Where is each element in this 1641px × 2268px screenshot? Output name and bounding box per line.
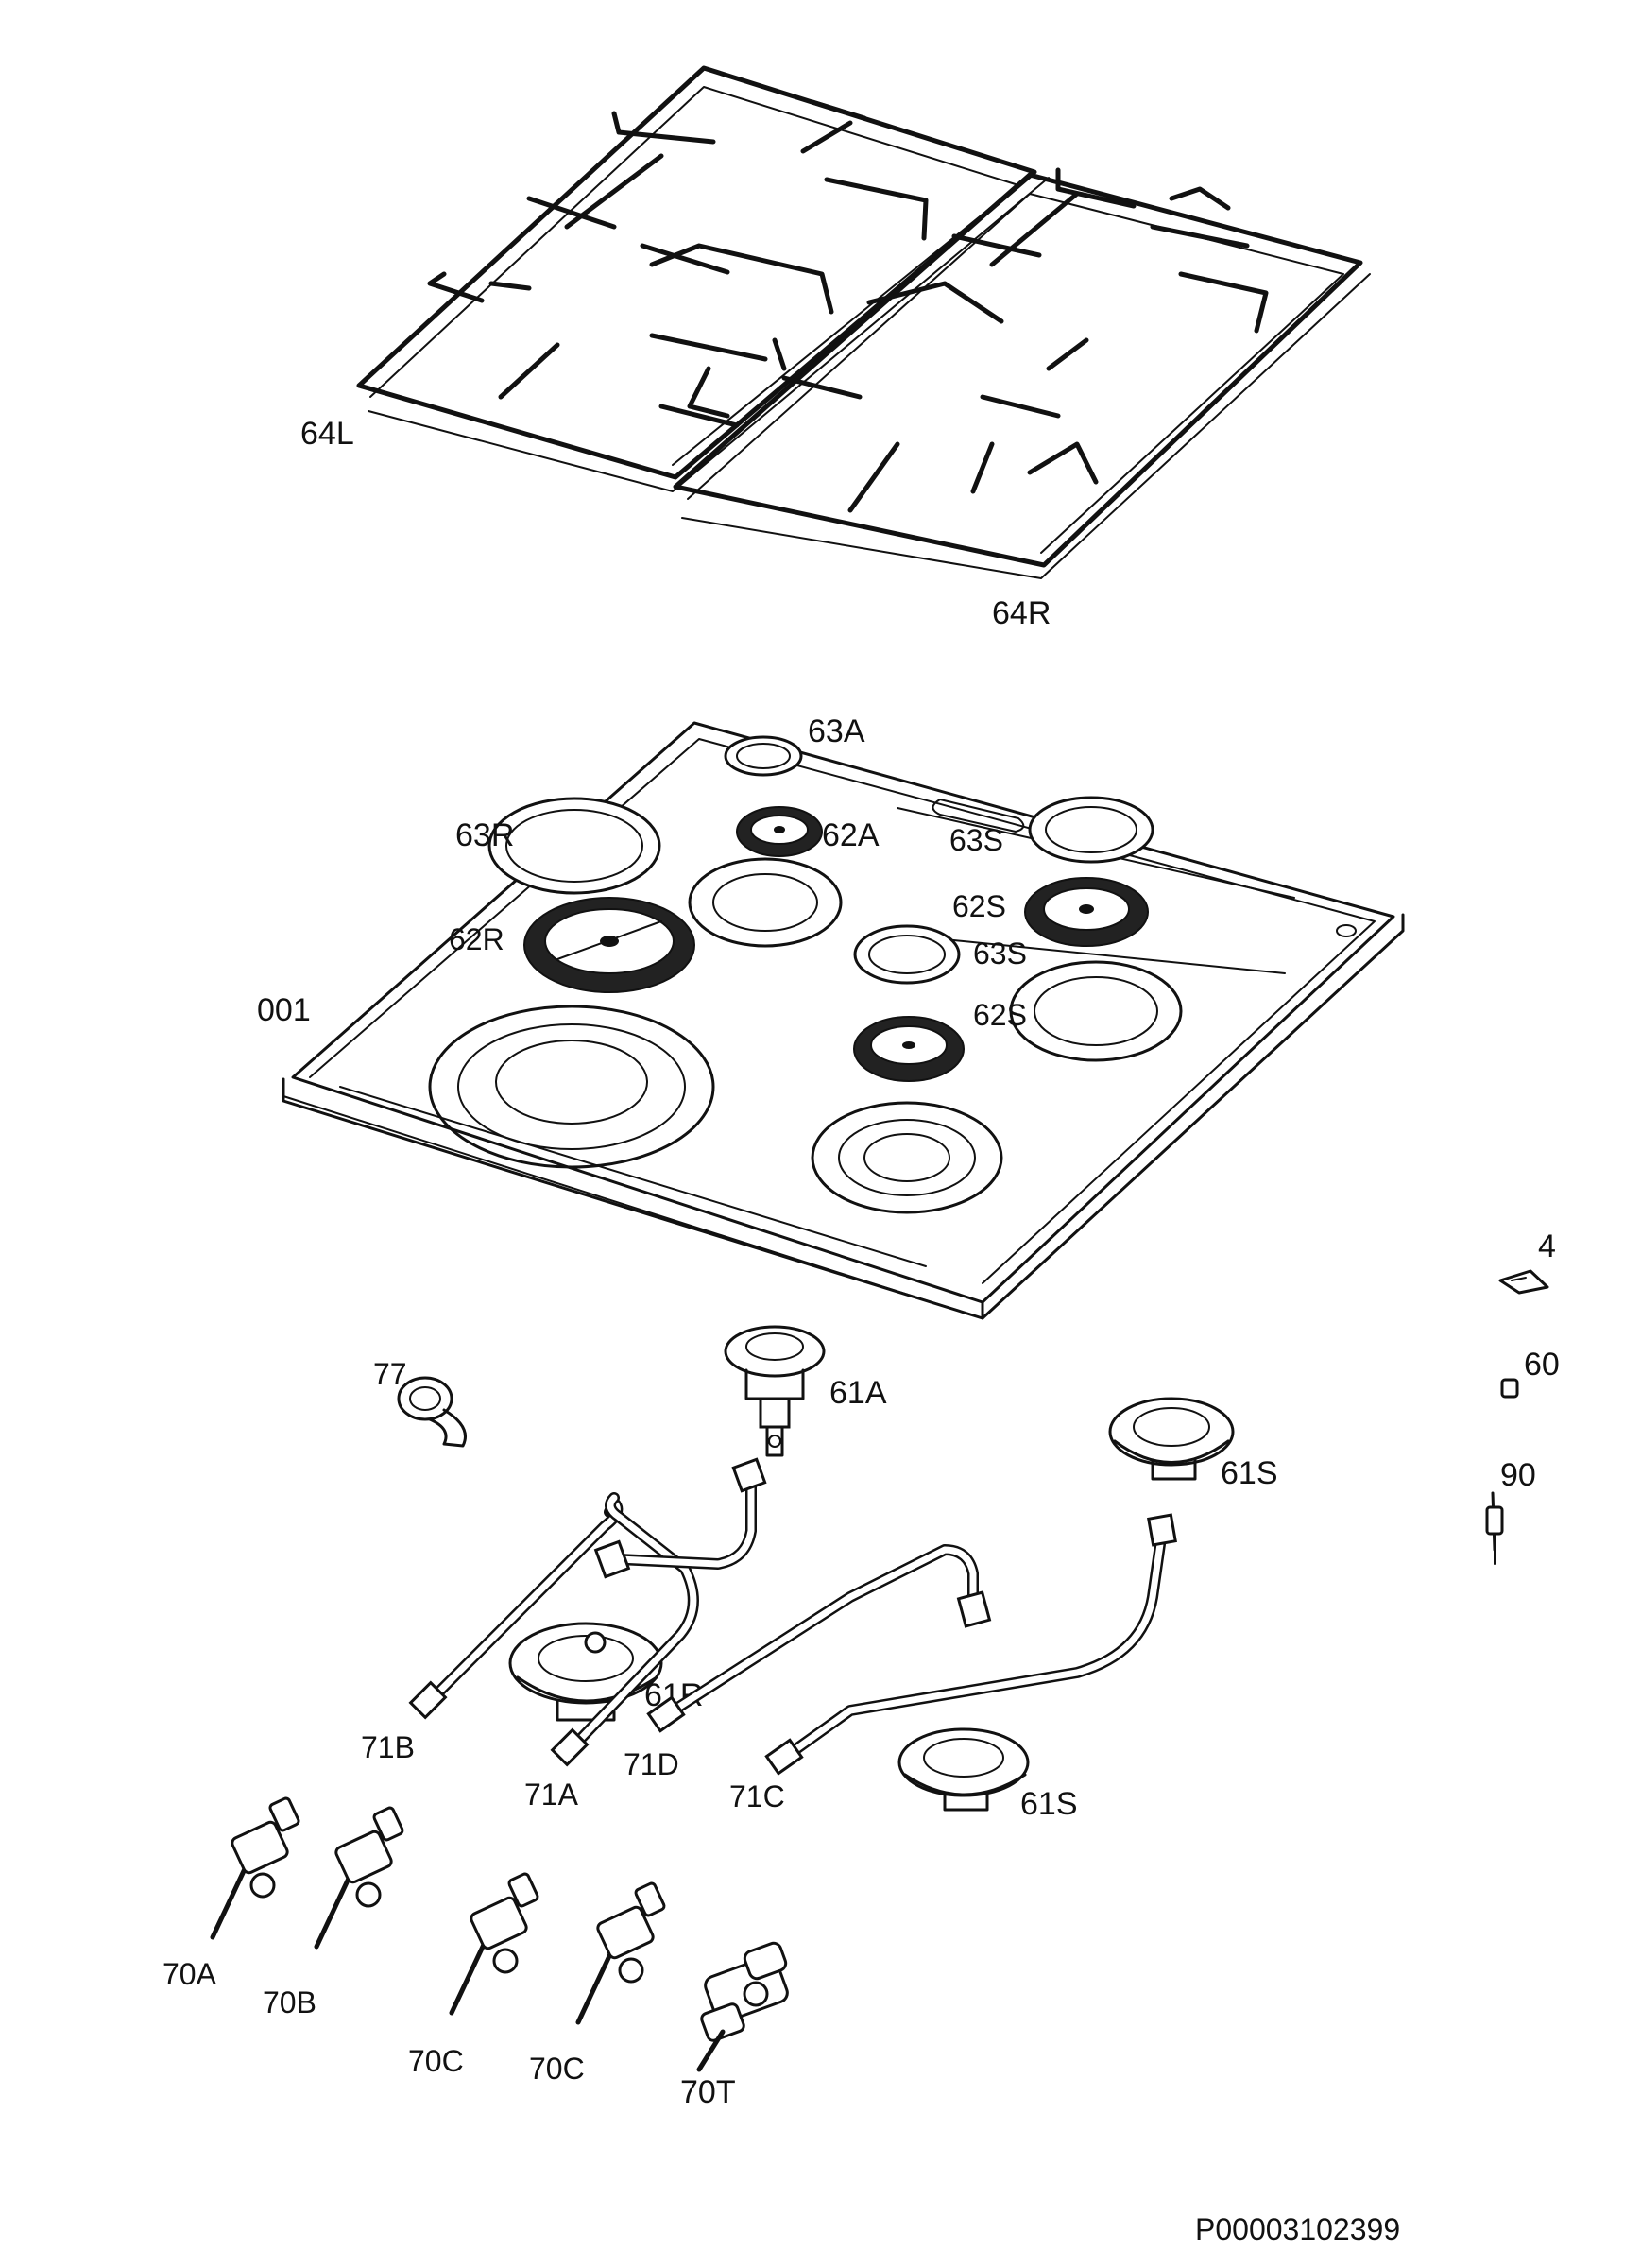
burner-cap-63S-mid	[853, 924, 961, 985]
diagram-code: P00003102399	[1195, 2212, 1400, 2246]
part-77-elbow	[397, 1376, 467, 1448]
label-70B: 70B	[263, 1985, 316, 2019]
label-61S-right: 61S	[1221, 1455, 1278, 1491]
label-70T: 70T	[680, 2074, 736, 2110]
burner-cap-63S-top	[1028, 796, 1154, 864]
label-71B: 71B	[361, 1730, 415, 1764]
label-90: 90	[1500, 1457, 1536, 1493]
pipe-71A	[550, 1457, 767, 1767]
gas-tap-70C-1	[449, 1872, 539, 2016]
label-71D: 71D	[624, 1747, 679, 1781]
label-63A: 63A	[808, 713, 865, 749]
label-64R: 64R	[992, 595, 1051, 631]
burner-body-61S-lower	[897, 1727, 1030, 1812]
label-64L: 64L	[300, 416, 354, 452]
label-70A: 70A	[162, 1957, 217, 1991]
gas-tap-70A	[210, 1796, 300, 1940]
label-63S-mid: 63S	[973, 936, 1027, 971]
part-60-nut	[1500, 1378, 1519, 1399]
part-90-electrode	[1485, 1491, 1504, 1565]
label-61A: 61A	[829, 1375, 887, 1411]
label-4: 4	[1538, 1228, 1556, 1264]
label-60: 60	[1524, 1347, 1560, 1383]
pipe-71D	[646, 1544, 992, 1733]
label-70C-2: 70C	[529, 2052, 585, 2086]
burner-cap-63A	[724, 735, 803, 777]
label-62S-mid: 62S	[973, 998, 1027, 1032]
burner-body-61S-right	[1108, 1397, 1235, 1481]
label-71A: 71A	[524, 1778, 579, 1812]
gas-tap-70C-2	[575, 1881, 666, 2025]
label-77: 77	[373, 1357, 407, 1391]
burner-cap-63R	[487, 797, 661, 895]
burner-body-61A	[724, 1325, 826, 1457]
pipe-71C	[764, 1513, 1177, 1776]
label-70C-1: 70C	[408, 2044, 464, 2078]
label-62R: 62R	[449, 922, 504, 956]
gas-tap-70T	[696, 1941, 789, 2072]
label-001: 001	[257, 992, 311, 1028]
label-61S-lower: 61S	[1020, 1786, 1078, 1822]
label-71C: 71C	[729, 1779, 785, 1813]
burner-head-62S-top	[1024, 877, 1149, 947]
gas-tap-70B	[314, 1806, 404, 1950]
burner-head-62A	[736, 806, 823, 857]
label-63R: 63R	[455, 817, 514, 853]
burner-head-62R	[523, 897, 695, 993]
label-62S-top: 62S	[952, 889, 1006, 923]
grate-left	[356, 65, 1050, 492]
part-4-clip	[1498, 1269, 1549, 1295]
hob-top-001	[282, 721, 1405, 1320]
burner-head-62S-mid	[853, 1016, 965, 1082]
label-63S-top: 63S	[949, 823, 1003, 857]
burner-body-61R	[508, 1622, 663, 1722]
label-62A: 62A	[822, 817, 880, 853]
grate-right	[673, 167, 1371, 579]
